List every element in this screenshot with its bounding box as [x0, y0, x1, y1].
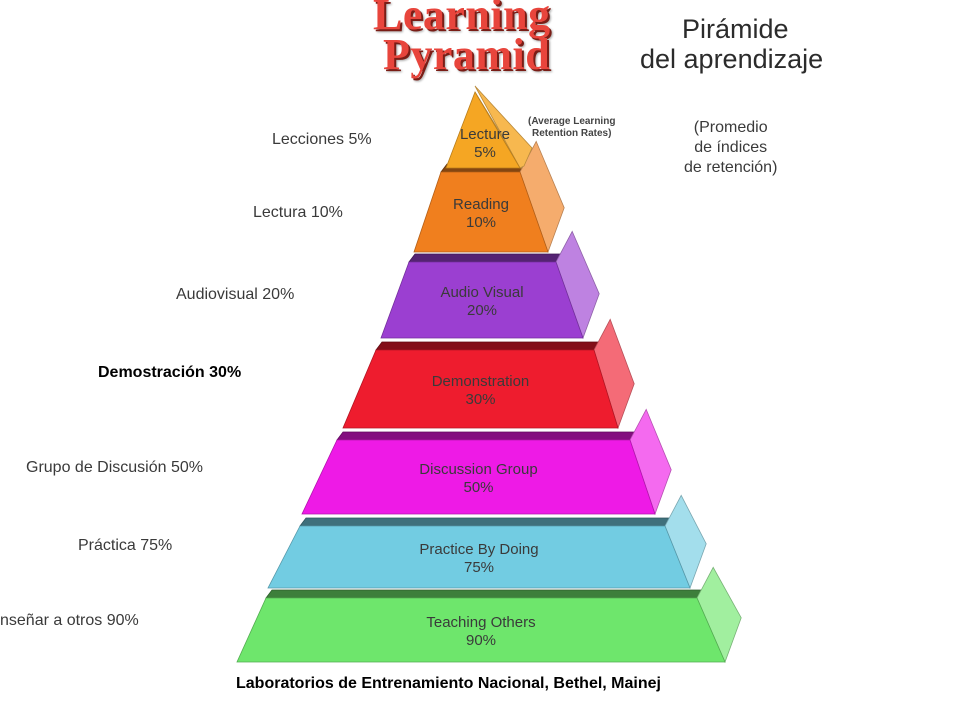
tier-front-1	[413, 171, 549, 253]
tier-percent-0: 5%	[474, 144, 496, 161]
tier-name-0: Lecture	[460, 126, 510, 143]
tier-name-4: Discussion Group	[419, 461, 537, 478]
side-label-6: nseñar a otros 90%	[0, 612, 139, 629]
tier-ledge-3	[375, 341, 603, 351]
note-average-retention: (Average Learning Retention Rates)	[528, 116, 615, 140]
tier-ledge-4	[336, 431, 639, 441]
side-label-4: Grupo de Discusión 50%	[26, 459, 203, 476]
tier-side-edge-0	[474, 85, 533, 169]
note-promedio-line1: (Promedio	[693, 119, 768, 136]
tier-front-2	[380, 261, 584, 339]
tier-front-4	[301, 439, 656, 515]
side-label-5: Práctica 75%	[78, 537, 173, 554]
note-promedio: (Promedio de índices de retención)	[684, 118, 777, 178]
title-learning: Learning	[373, 0, 551, 39]
side-label-2: Audiovisual 20%	[176, 286, 295, 303]
tier-ledge-5	[299, 517, 674, 527]
tier-percent-6: 90%	[466, 632, 496, 649]
tier-name-3: Demonstration	[432, 373, 530, 390]
tier-front-0	[445, 91, 521, 169]
tier-name-6: Teaching Others	[426, 614, 535, 631]
tier-front-3	[342, 349, 619, 429]
tier-front-6	[236, 597, 726, 663]
note-average-line1: (Average Learning	[528, 116, 616, 127]
tier-name-5: Practice By Doing	[419, 541, 538, 558]
title-piramide: Pirámide	[682, 14, 789, 44]
tier-front-5	[267, 525, 691, 589]
footer-source: Laboratorios de Entrenamiento Nacional, …	[236, 675, 661, 692]
side-label-1: Lectura 10%	[253, 204, 343, 221]
tier-percent-2: 20%	[467, 302, 497, 319]
title-pyramid: Pyramid	[383, 30, 551, 79]
side-label-0: Lecciones 5%	[272, 131, 372, 148]
overlay-demostracion-label: Demostración 30%	[98, 364, 242, 381]
tier-percent-4: 50%	[463, 479, 493, 496]
tier-percent-1: 10%	[466, 214, 496, 231]
tier-percent-5: 75%	[464, 559, 494, 576]
note-average-line2: Retention Rates)	[531, 128, 612, 139]
tier-ledge-2	[408, 253, 565, 263]
tier-name-2: Audio Visual	[440, 284, 523, 301]
title-del-aprendizaje: del aprendizaje	[640, 44, 824, 74]
tier-ledge-6	[265, 589, 706, 599]
note-promedio-line3: de retención)	[684, 159, 778, 176]
tier-percent-3: 30%	[465, 391, 495, 408]
tier-name-1: Reading	[453, 196, 509, 213]
note-promedio-line2: de índices	[694, 139, 768, 156]
